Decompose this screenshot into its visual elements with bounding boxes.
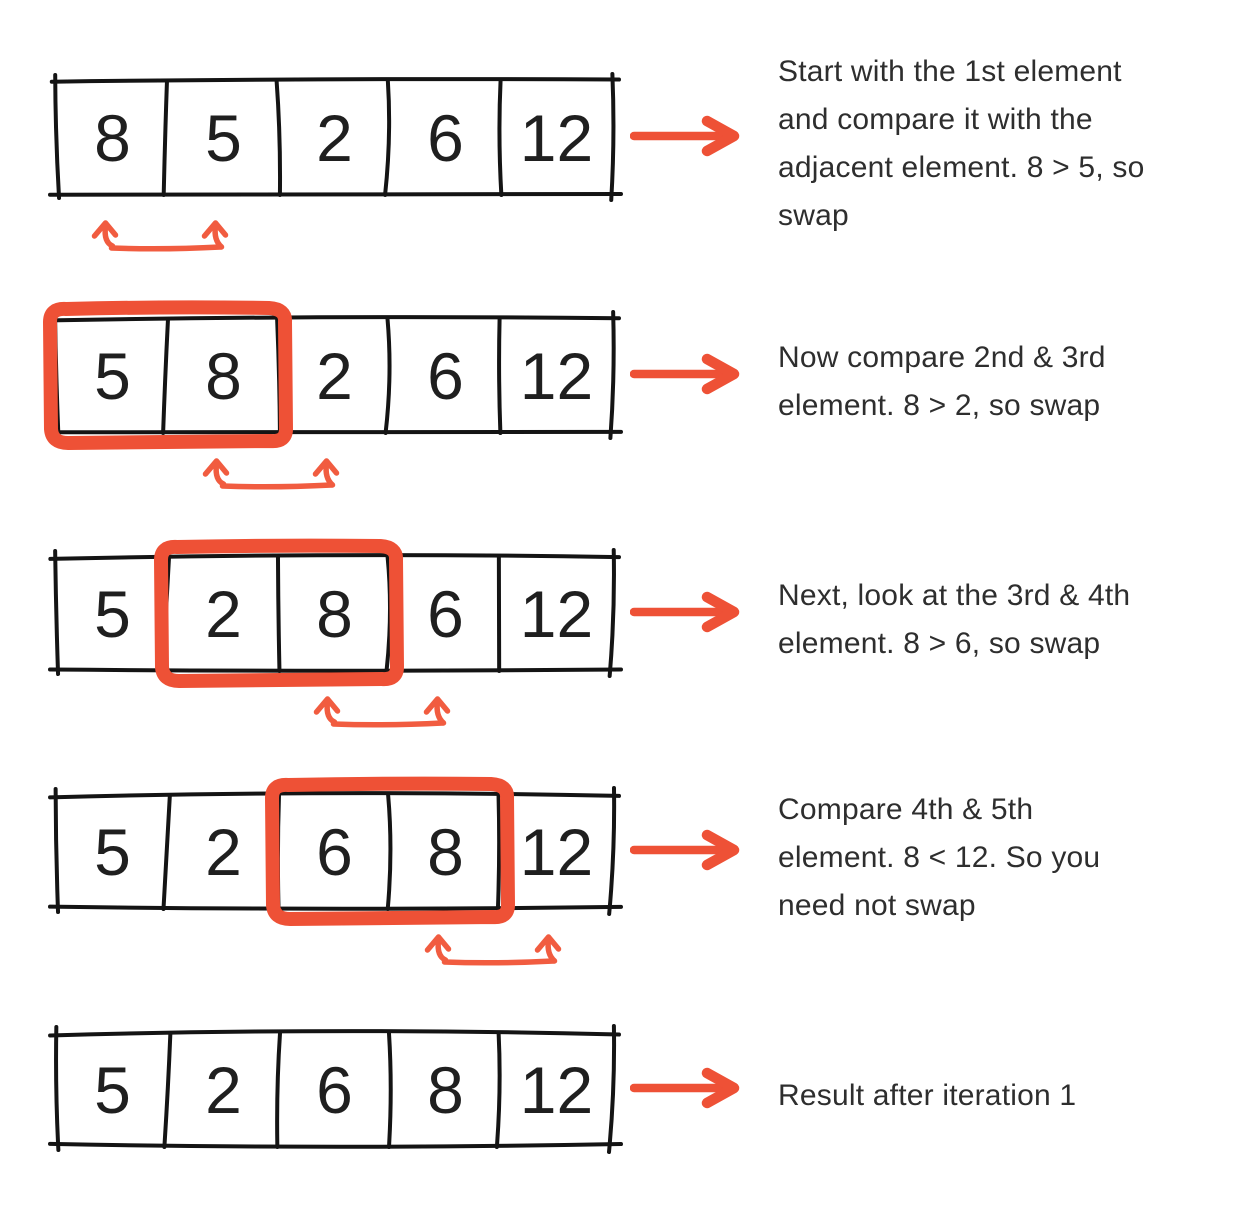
array-cell-value: 5 [94, 339, 131, 413]
swap-arrow-stroke [334, 723, 443, 725]
sketch-stroke [55, 551, 58, 674]
array-cell-value: 8 [316, 577, 353, 651]
sketch-stroke [497, 1033, 500, 1147]
array-cell-value: 2 [205, 1053, 242, 1127]
array-cell-value: 12 [520, 339, 593, 413]
sketch-stroke [50, 1144, 621, 1147]
array-cell-value: 2 [316, 101, 353, 175]
flow-arrow-icon [630, 1066, 760, 1110]
sketch-stroke [388, 795, 391, 909]
array-cell-value: 8 [427, 815, 464, 889]
array-cell-value: 5 [94, 1053, 131, 1127]
sketch-stroke [50, 670, 621, 671]
sketch-stroke [389, 1033, 391, 1147]
sketch-stroke [163, 795, 169, 909]
array-cell-value: 6 [427, 577, 464, 651]
array-cell-value: 6 [316, 815, 353, 889]
sketch-stroke [610, 312, 613, 438]
flow-arrow-icon [630, 590, 760, 634]
array-cell-value: 6 [427, 101, 464, 175]
array-cell-value: 6 [316, 1053, 353, 1127]
sketch-stroke [56, 789, 58, 912]
sketch-stroke [499, 81, 501, 195]
sketch-stroke [386, 319, 390, 433]
array-cell-value: 5 [94, 815, 131, 889]
array-cell-value: 2 [205, 815, 242, 889]
step-caption: Result after iteration 1 [778, 1072, 1234, 1120]
sketch-stroke [609, 1026, 614, 1152]
sketch-stroke [277, 81, 280, 195]
array-cell-value: 8 [427, 1053, 464, 1127]
sketch-stroke [56, 1027, 58, 1150]
flow-arrow-icon [630, 114, 760, 158]
sketch-stroke [50, 194, 621, 195]
sketch-stroke [385, 81, 389, 195]
sketch-stroke [499, 319, 500, 433]
array-cell-value: 12 [520, 815, 593, 889]
swap-arrow-stroke [112, 247, 221, 249]
sketch-stroke [50, 432, 621, 433]
sketch-stroke [277, 1033, 280, 1147]
sketch-stroke [52, 79, 619, 82]
sketch-stroke [55, 75, 59, 198]
step-caption: Now compare 2nd & 3rd element. 8 > 2, so… [778, 334, 1234, 430]
sketch-stroke [498, 795, 499, 909]
step-caption: Next, look at the 3rd & 4th element. 8 >… [778, 572, 1234, 668]
array-cell-value: 12 [520, 1053, 593, 1127]
sketch-stroke [50, 907, 621, 909]
sketch-stroke [51, 317, 619, 320]
sketch-stroke [163, 319, 168, 433]
sketch-stroke [611, 74, 613, 200]
sketch-stroke [50, 1031, 619, 1035]
array-cell-value: 8 [205, 339, 242, 413]
array-cell-value: 2 [205, 577, 242, 651]
sketch-stroke [164, 1033, 170, 1147]
array-cell-value: 6 [427, 339, 464, 413]
swap-arrow-stroke [445, 961, 554, 963]
sketch-stroke [610, 550, 614, 676]
array-cell-value: 12 [520, 577, 593, 651]
swap-arrow-stroke [223, 485, 332, 487]
sketch-stroke [50, 793, 619, 797]
array-cell-value: 8 [94, 101, 131, 175]
flow-arrow-icon [630, 352, 760, 396]
array-cell-value: 5 [205, 101, 242, 175]
step-caption: Start with the 1st element and compare i… [778, 48, 1234, 240]
step-caption: Compare 4th & 5th element. 8 < 12. So yo… [778, 786, 1234, 930]
array-cell-value: 12 [520, 101, 593, 175]
array-cell-value: 2 [316, 339, 353, 413]
flow-arrow-icon [630, 828, 760, 872]
sketch-stroke [278, 557, 279, 671]
sketch-stroke [50, 555, 619, 559]
sketch-stroke [164, 81, 167, 195]
array-cell-value: 5 [94, 577, 131, 651]
sketch-stroke [609, 788, 614, 914]
